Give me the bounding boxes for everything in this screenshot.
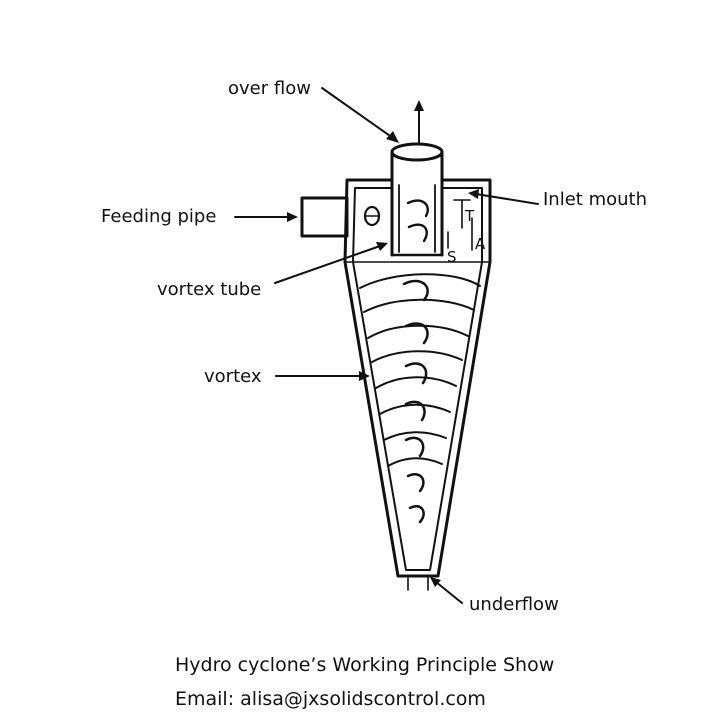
leader-lines (234, 87, 539, 604)
label-vortex-tube: vortex tube (157, 279, 262, 300)
label-vortex: vortex (204, 366, 262, 387)
cyclone-body (343, 178, 492, 578)
leader-inlet-mouth (468, 189, 539, 205)
leader-feeding-pipe (234, 212, 298, 222)
vortex-spiral (359, 273, 481, 524)
label-inlet-mouth: Inlet mouth (543, 189, 647, 210)
dimension-marks: T A S (447, 199, 486, 266)
feeding-pipe (300, 196, 381, 238)
mark-t: T (464, 207, 475, 225)
caption-title: Hydro cyclone’s Working Principle Show (175, 654, 555, 676)
vortex-inner-swirls (402, 279, 429, 524)
overflow-arrow (414, 100, 424, 143)
vortex-outer-flow (359, 273, 481, 467)
underflow-outlet (407, 577, 429, 591)
caption-email: Email: alisa@jxsolidscontrol.com (175, 688, 486, 710)
mark-a: A (475, 235, 486, 253)
leader-vortex (275, 371, 370, 381)
leader-vortex-tube (274, 242, 388, 284)
label-feeding-pipe: Feeding pipe (101, 206, 217, 227)
leader-overflow (321, 87, 399, 143)
vortex-tube (390, 142, 444, 257)
leader-underflow (430, 577, 463, 604)
label-overflow: over flow (228, 78, 311, 99)
mark-s: S (447, 248, 457, 266)
label-underflow: underflow (469, 594, 559, 615)
